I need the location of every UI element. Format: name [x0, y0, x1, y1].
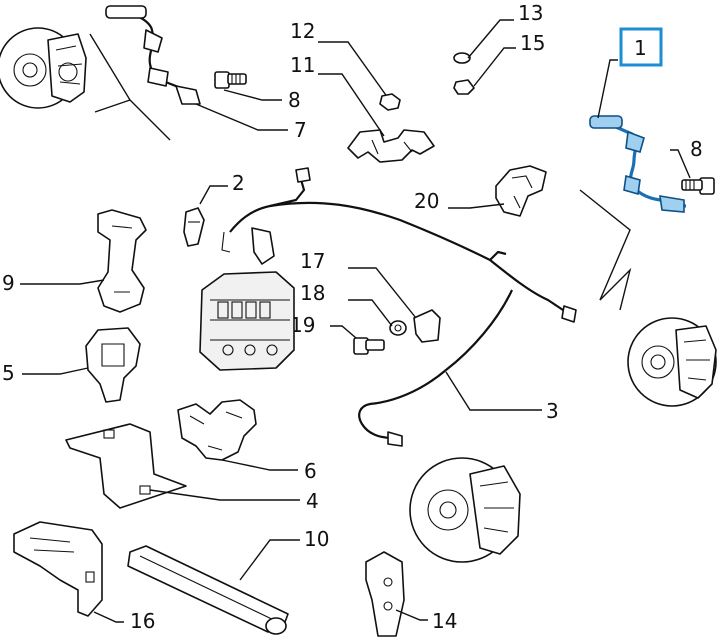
- part-1-sensor-cable-right[interactable]: [589, 115, 687, 213]
- leader-4: [149, 489, 300, 501]
- part-9-bracket[interactable]: [97, 209, 147, 313]
- callout-7[interactable]: 7: [294, 118, 307, 142]
- callout-8-left[interactable]: 8: [288, 88, 301, 112]
- callout-16[interactable]: 16: [130, 609, 155, 633]
- brake-disc-assembly-bottom-right[interactable]: [409, 457, 521, 563]
- callout-9[interactable]: 9: [2, 271, 15, 295]
- leader-9: [20, 279, 105, 285]
- leader-13: [467, 19, 514, 59]
- callout-5[interactable]: 5: [2, 361, 15, 385]
- part-15-nut[interactable]: [453, 79, 475, 95]
- callout-8-right[interactable]: 8: [690, 137, 703, 161]
- part-10-protective-sleeve[interactable]: [127, 545, 289, 635]
- callout-10[interactable]: 10: [304, 527, 329, 551]
- callout-14[interactable]: 14: [432, 609, 457, 633]
- part-20-clamp[interactable]: [495, 165, 547, 217]
- leader-14: [395, 609, 428, 621]
- leader-2: [199, 185, 228, 205]
- leader-8-left: [223, 89, 282, 101]
- callout-13[interactable]: 13: [518, 1, 543, 25]
- callout-18[interactable]: 18: [300, 281, 325, 305]
- brake-disc-assembly-right[interactable]: [627, 317, 717, 407]
- brake-disc-assembly-top-left[interactable]: [0, 27, 87, 109]
- part-2-connector[interactable]: [183, 207, 205, 247]
- callout-11[interactable]: 11: [290, 53, 315, 77]
- part-7-sensor-cable-left[interactable]: [105, 5, 201, 105]
- leader-disc-right: [579, 189, 632, 311]
- leader-3: [445, 371, 542, 411]
- part-8-bolt-right[interactable]: [681, 177, 715, 195]
- callout-17[interactable]: 17: [300, 249, 325, 273]
- leader-17: [348, 267, 417, 319]
- callout-15[interactable]: 15: [520, 31, 545, 55]
- leader-1: [597, 59, 618, 119]
- part-8-bolt-left[interactable]: [214, 71, 247, 89]
- abs-hydraulic-unit[interactable]: [199, 271, 295, 371]
- leader-5: [22, 367, 89, 375]
- callout-20[interactable]: 20: [414, 189, 439, 213]
- part-16-slotted-bracket[interactable]: [13, 521, 103, 617]
- leader-8-right: [670, 149, 691, 179]
- part-4-plate-bracket[interactable]: [65, 423, 187, 509]
- part-18-washer[interactable]: [389, 320, 407, 336]
- part-5-clip[interactable]: [85, 327, 141, 403]
- callout-3[interactable]: 3: [546, 399, 559, 423]
- selected-callout-box: [619, 27, 663, 67]
- leader-20: [448, 203, 505, 209]
- leader-15: [473, 47, 516, 87]
- callout-12[interactable]: 12: [290, 19, 315, 43]
- part-6-double-clip[interactable]: [177, 399, 257, 461]
- part-11-clip-bracket[interactable]: [347, 129, 435, 163]
- callout-4[interactable]: 4: [306, 489, 319, 513]
- leader-12: [318, 41, 389, 99]
- callout-1[interactable]: 1: [634, 36, 647, 60]
- leader-disc-top-left: [89, 33, 171, 141]
- leader-7: [195, 103, 288, 131]
- leader-16: [93, 611, 124, 623]
- part-12-nut[interactable]: [379, 93, 401, 111]
- leader-10: [239, 539, 300, 581]
- part-14-mounting-bracket[interactable]: [365, 551, 405, 637]
- callout-2[interactable]: 2: [232, 171, 245, 195]
- part-17-bracket[interactable]: [413, 309, 441, 343]
- leader-19: [330, 325, 357, 339]
- leader-18: [348, 299, 393, 327]
- part-19-bolt[interactable]: [353, 337, 385, 355]
- leader-6: [221, 459, 298, 471]
- leader-11: [318, 73, 385, 137]
- part-3-wiring-harness[interactable]: [221, 167, 577, 447]
- part-13-washer[interactable]: [453, 52, 471, 64]
- callout-6[interactable]: 6: [304, 459, 317, 483]
